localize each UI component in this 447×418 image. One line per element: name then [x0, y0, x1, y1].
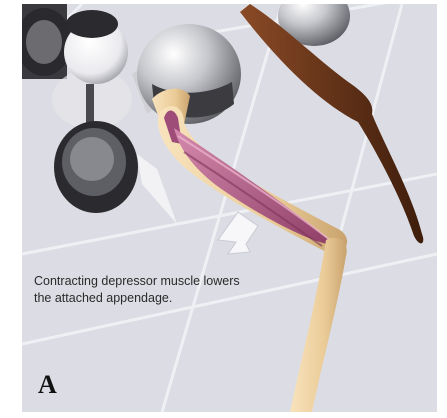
illustration-canvas	[22, 4, 437, 412]
caption-line-1: Contracting depressor muscle lowers	[34, 273, 294, 290]
caption-line-2: the attached appendage.	[34, 290, 294, 307]
panel-label: A	[38, 370, 57, 400]
illustration-frame: Contracting depressor muscle lowers the …	[22, 4, 437, 412]
socket-sphere	[137, 24, 241, 124]
caption: Contracting depressor muscle lowers the …	[34, 273, 294, 307]
